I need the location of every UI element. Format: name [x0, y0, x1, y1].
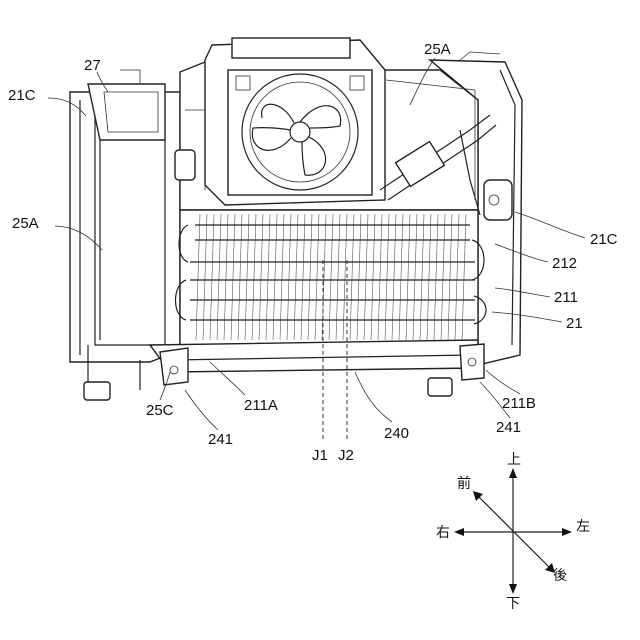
- label-25a-left: 25A: [12, 215, 39, 232]
- arrow-down-icon: [509, 584, 517, 594]
- label-211b: 211B: [502, 395, 536, 412]
- label-240: 240: [384, 425, 409, 442]
- label-241-right: 241: [496, 419, 521, 436]
- label-21c-left: 21C: [8, 87, 36, 104]
- arrow-left-side-icon: [562, 528, 572, 536]
- direction-indicator: 上 前 右 左 後 下: [436, 452, 590, 612]
- dir-left: 左: [576, 519, 590, 535]
- label-21: 21: [566, 315, 583, 332]
- left-side-panel: [70, 70, 180, 362]
- label-212: 212: [552, 255, 577, 272]
- label-211: 211: [554, 289, 578, 306]
- label-j1: J1: [312, 447, 328, 464]
- label-241-left: 241: [208, 431, 233, 448]
- dir-down: 下: [506, 596, 520, 612]
- label-j2: J2: [338, 447, 354, 464]
- arrow-up-icon: [509, 468, 517, 478]
- fan-unit: [205, 38, 385, 205]
- dir-up: 上: [507, 452, 521, 468]
- label-27: 27: [84, 57, 101, 74]
- label-21c-right: 21C: [590, 231, 618, 248]
- label-25a-top: 25A: [424, 41, 451, 58]
- heat-exchanger: [176, 210, 487, 345]
- label-25c: 25C: [146, 402, 174, 419]
- arrow-right-side-icon: [454, 528, 464, 536]
- dir-right: 右: [436, 525, 450, 541]
- label-211a: 211A: [244, 397, 278, 414]
- dir-back: 後: [553, 568, 567, 584]
- dir-front: 前: [457, 475, 471, 492]
